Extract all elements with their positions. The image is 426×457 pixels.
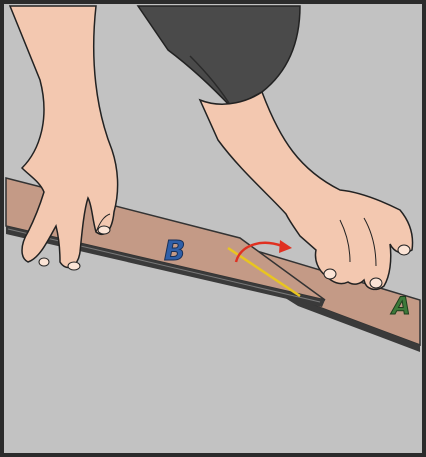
plank-a-label: A: [390, 292, 411, 320]
plank-b-label: B: [164, 234, 185, 267]
